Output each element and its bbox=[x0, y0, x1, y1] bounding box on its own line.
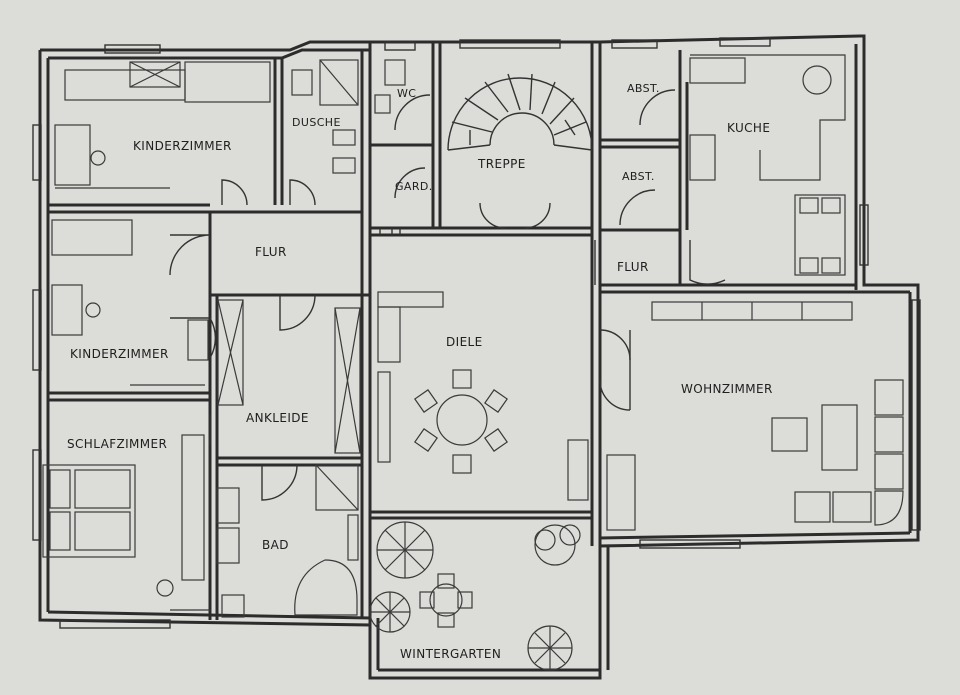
schlafzimmer-furniture bbox=[42, 434, 210, 611]
room-labels: KINDERZIMMER DUSCHE WC GARD. TREPPE ABST… bbox=[67, 82, 773, 661]
bad-fixtures bbox=[216, 464, 359, 618]
doors bbox=[169, 89, 726, 501]
diele-furniture bbox=[377, 291, 589, 501]
room-label-abst-1: ABST. bbox=[627, 82, 660, 95]
room-label-kuche: KUCHE bbox=[727, 121, 770, 135]
kinderzimmer-1-furniture bbox=[54, 61, 271, 189]
ankleide-wardrobes bbox=[217, 299, 361, 454]
room-label-bad: BAD bbox=[262, 538, 289, 552]
dusche-fixtures bbox=[291, 59, 359, 174]
room-label-dusche: DUSCHE bbox=[292, 116, 341, 129]
room-label-schlafzimmer: SCHLAFZIMMER bbox=[67, 437, 167, 451]
room-label-wohnzimmer: WOHNZIMMER bbox=[681, 382, 773, 396]
wc-fixtures bbox=[374, 59, 406, 114]
room-label-abst-2: ABST. bbox=[622, 170, 655, 183]
room-label-flur-1: FLUR bbox=[255, 245, 287, 259]
room-label-ankleide: ANKLEIDE bbox=[246, 411, 309, 425]
windows bbox=[32, 37, 921, 629]
kuche-fixtures bbox=[689, 54, 846, 276]
room-label-diele: DIELE bbox=[446, 335, 483, 349]
kinderzimmer-2-furniture bbox=[51, 219, 209, 386]
room-label-garderobe: GARD. bbox=[395, 180, 433, 193]
room-label-wc: WC bbox=[397, 87, 416, 100]
wohnzimmer-furniture bbox=[606, 301, 904, 531]
wintergarten-plants bbox=[369, 521, 581, 671]
spiral-staircase bbox=[447, 73, 593, 151]
room-label-treppe: TREPPE bbox=[477, 157, 526, 171]
room-label-wintergarten: WINTERGARTEN bbox=[400, 647, 501, 661]
room-label-kinderzimmer-1: KINDERZIMMER bbox=[133, 139, 232, 153]
room-label-flur-2: FLUR bbox=[617, 260, 649, 274]
room-label-kinderzimmer-2: KINDERZIMMER bbox=[70, 347, 169, 361]
